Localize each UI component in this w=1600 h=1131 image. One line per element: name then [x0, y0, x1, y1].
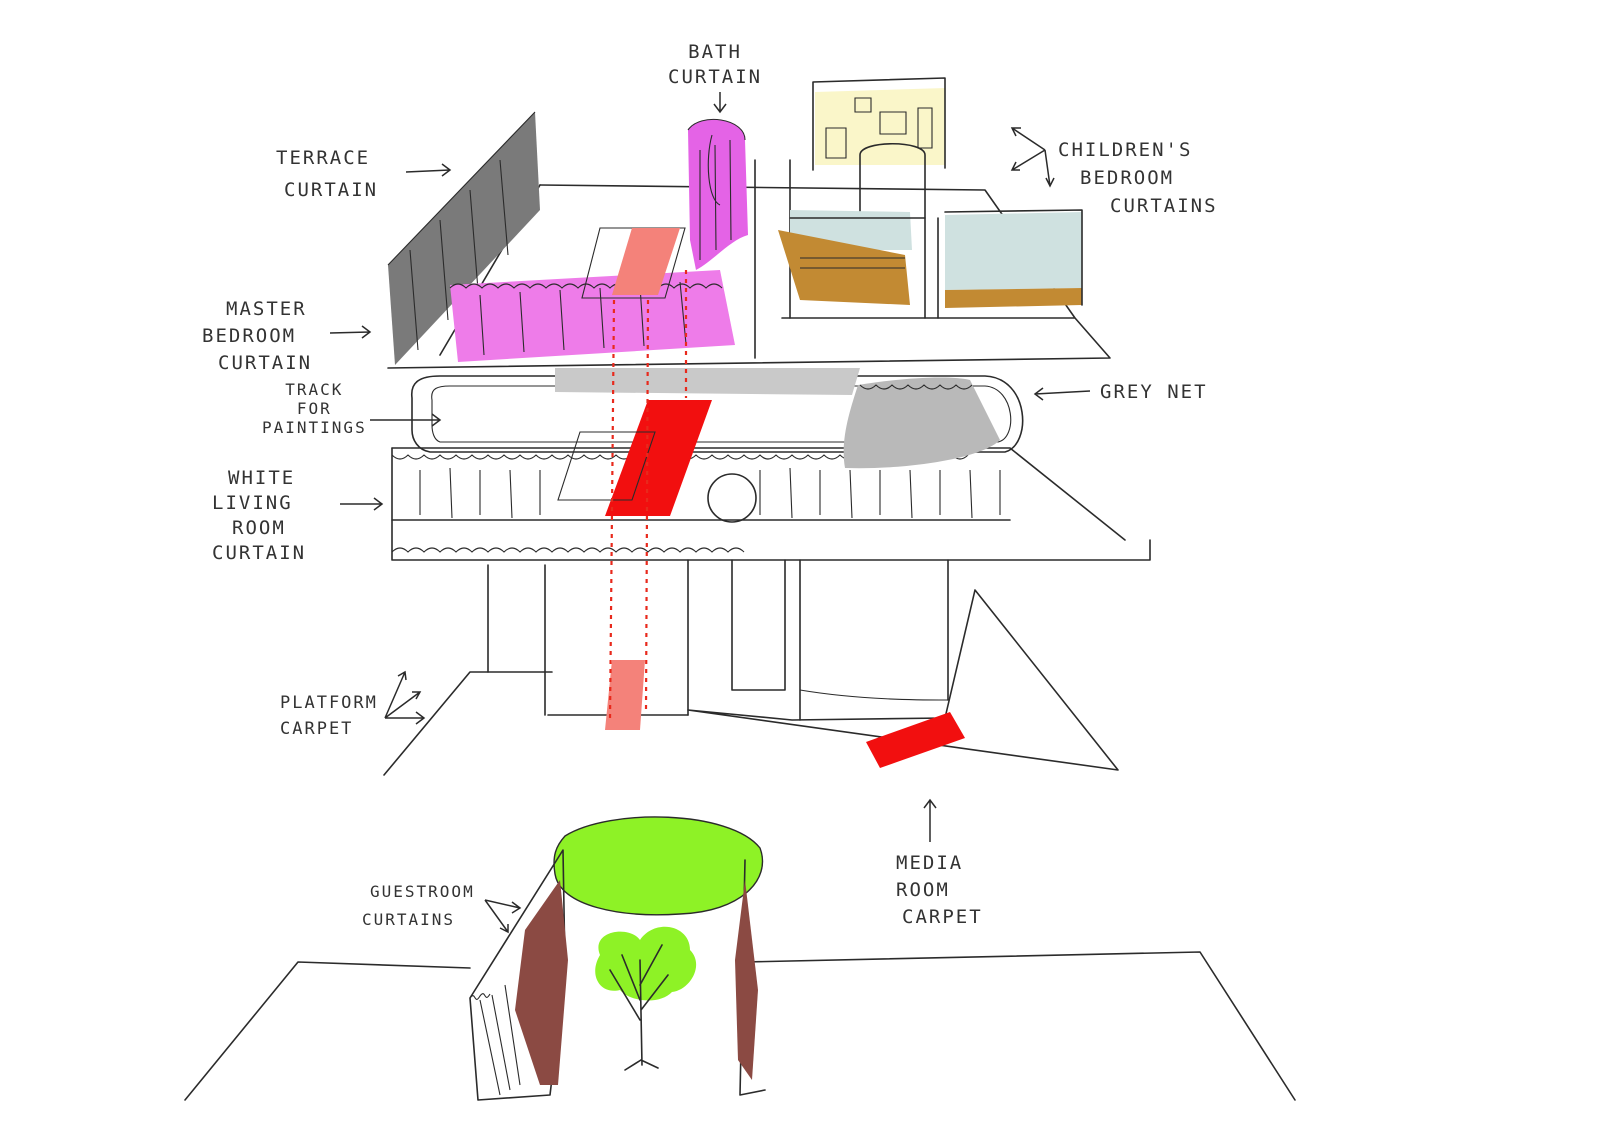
label-grey-net: GREY NET: [1100, 380, 1208, 405]
guestroom-curtain-left: [515, 880, 568, 1085]
children-curtain-blue: [790, 210, 1082, 290]
label-line: CURTAIN: [212, 542, 307, 564]
label-media-room-carpet: MEDIA ROOM CARPET: [896, 850, 983, 931]
label-line: CURTAINS: [1110, 195, 1218, 217]
label-line: BATH: [688, 41, 742, 63]
living-base-line: [391, 447, 1151, 561]
master-bedroom-curtain-panel: [450, 270, 735, 362]
label-line: TERRACE: [276, 147, 371, 169]
label-bath-curtain: BATH CURTAIN: [668, 40, 762, 90]
media-room-carpet-rect: [866, 712, 965, 768]
living-top-line: [391, 447, 1126, 541]
grey-net-arrow: [1033, 387, 1091, 401]
stair-void-outline: [557, 431, 656, 501]
label-line: GUESTROOM: [370, 882, 475, 901]
label-line: ROOM: [232, 517, 286, 539]
terrace-curtain-folds: [387, 111, 536, 351]
platform-floor-outline: [383, 589, 1119, 776]
guestroom-curtain-folds: [469, 984, 521, 1096]
label-line: MASTER: [226, 298, 307, 320]
children-bed-lines: [800, 257, 905, 269]
bath-curtain-drape: [688, 119, 748, 270]
children-shower-cylinder: [859, 142, 926, 219]
painting-track-outer: [411, 375, 1024, 453]
children-windows: [825, 97, 933, 159]
guestroom-curtain-right: [735, 880, 758, 1080]
children-upper-wall: [812, 77, 946, 171]
upper-divider-wall: [754, 159, 791, 359]
children-rooms-outline: [789, 209, 1083, 319]
label-terrace-curtain: TERRACE CURTAIN: [276, 142, 378, 206]
label-line: PAINTINGS: [262, 418, 367, 437]
label-line: CARPET: [280, 719, 354, 739]
label-line: BEDROOM: [1080, 167, 1175, 189]
living-curtain-arrow: [340, 497, 384, 511]
upper-level: [387, 77, 1111, 369]
children-curtains-arrows: [1010, 127, 1055, 188]
media-carpet-arrow: [923, 798, 937, 842]
label-line: PLATFORM: [280, 693, 378, 713]
label-line: CURTAINS: [362, 910, 456, 929]
master-curtain-pleats: [479, 281, 687, 356]
tree-canopy-circle: [553, 816, 764, 916]
label-line: CURTAIN: [284, 179, 379, 201]
terrace-curtain-arrow: [405, 163, 452, 177]
living-curtain-bottom-scallops: [391, 547, 745, 553]
label-line: CURTAIN: [668, 66, 763, 88]
grey-net-scallops: [859, 384, 973, 390]
media-room-curve: [799, 689, 949, 701]
label-line: ROOM: [896, 879, 950, 901]
label-line: CURTAIN: [218, 352, 313, 374]
stair-dash-1: [608, 299, 616, 721]
painting-track-inner: [431, 385, 1012, 443]
label-line: CARPET: [902, 906, 983, 928]
label-guestroom-curtains: GUESTROOM CURTAINS: [362, 878, 475, 934]
garden-level: [184, 816, 1296, 1101]
label-line: GREY NET: [1100, 381, 1208, 403]
platform-level: [383, 559, 1119, 776]
tree-trunk: [609, 944, 669, 1071]
label-arrows: [329, 92, 1091, 934]
label-line: FOR: [296, 399, 332, 418]
upper-stair-salmon: [612, 228, 680, 295]
living-curtain-pleats: [419, 467, 1001, 519]
platform-columns: [487, 559, 949, 721]
label-master-bedroom-curtain: MASTER BEDROOM CURTAIN: [202, 296, 312, 377]
grey-net-upper: [555, 368, 860, 395]
children-curtain-ochre: [778, 230, 1082, 308]
label-line: WHITE: [228, 467, 296, 489]
grey-net-drape: [843, 377, 1000, 469]
living-round-window: [707, 473, 757, 523]
label-line: MEDIA: [896, 852, 964, 874]
label-line: TRACK: [285, 380, 344, 399]
living-level: [391, 368, 1151, 561]
stair-guides: [608, 270, 688, 721]
label-line: BEDROOM: [202, 325, 297, 347]
terrace-curtain-panel: [388, 112, 540, 365]
label-line: LIVING: [212, 492, 293, 514]
bath-curtain-folds: [687, 118, 746, 260]
tree-foliage: [595, 926, 697, 1001]
label-white-living-room-curtain: WHITE LIVING ROOM CURTAIN: [212, 466, 306, 566]
label-platform-carpet: PLATFORM CARPET: [280, 690, 378, 742]
master-curtain-arrow: [329, 325, 372, 339]
platform-carpet-arrows: [384, 670, 426, 725]
label-line: CHILDREN'S: [1058, 139, 1193, 161]
label-track-for-paintings: TRACK FOR PAINTINGS: [262, 380, 367, 437]
bath-curtain-arrow: [713, 92, 727, 114]
guestroom-curtains-arrows: [484, 899, 522, 934]
garden-ground-outline: [184, 951, 1296, 1101]
painting-track-arrow: [370, 413, 442, 427]
label-childrens-bedroom-curtains: CHILDREN'S BEDROOM CURTAINS: [1058, 136, 1218, 220]
stair-red-carpet: [605, 400, 712, 516]
platform-carpet-salmon: [605, 660, 645, 730]
